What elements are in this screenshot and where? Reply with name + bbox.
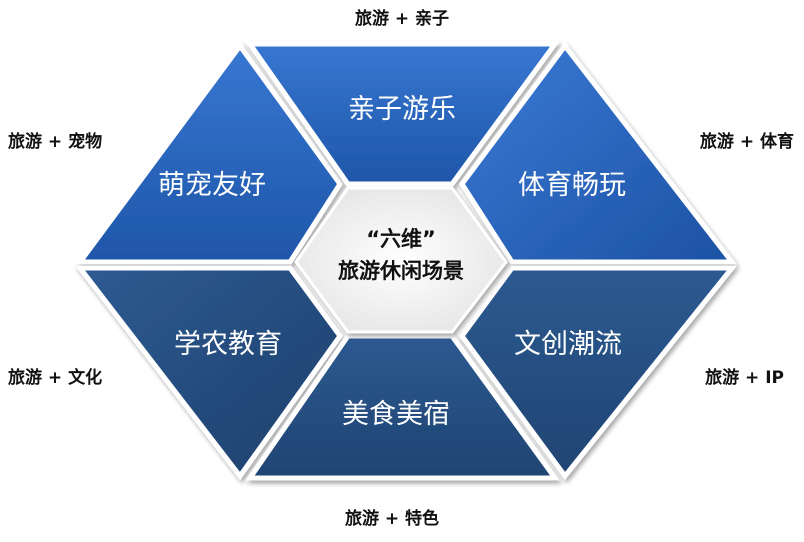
center-hexagon [294,186,508,334]
center-title-line2: 旅游休闲场景 [338,259,464,283]
segment-bottom [245,333,560,481]
outer-label-lower-right: 旅游 + IP [705,367,784,388]
outer-label-bottom: 旅游 + 特色 [345,508,439,529]
outer-label-upper-right: 旅游 + 体育 [700,131,794,152]
center-title-line1: “六维” [366,227,436,251]
segment-label-top: 亲子游乐 [348,94,456,125]
outer-label-upper-left: 旅游 + 宠物 [8,131,102,152]
segment-upper-right [458,41,738,265]
segment-upper-left [75,41,344,265]
outer-label-top: 旅游 + 亲子 [355,8,449,29]
segment-label-lower-right: 文创潮流 [514,329,622,360]
segment-label-upper-left: 萌宠友好 [158,170,266,201]
segment-label-upper-right: 体育畅玩 [518,170,626,201]
segment-lower-right [458,265,738,481]
segment-label-bottom: 美食美宿 [342,399,450,430]
segment-label-lower-left: 学农教育 [174,329,282,360]
segment-lower-left [74,265,344,481]
outer-label-lower-left: 旅游 + 文化 [8,367,102,388]
segment-top [245,41,560,187]
